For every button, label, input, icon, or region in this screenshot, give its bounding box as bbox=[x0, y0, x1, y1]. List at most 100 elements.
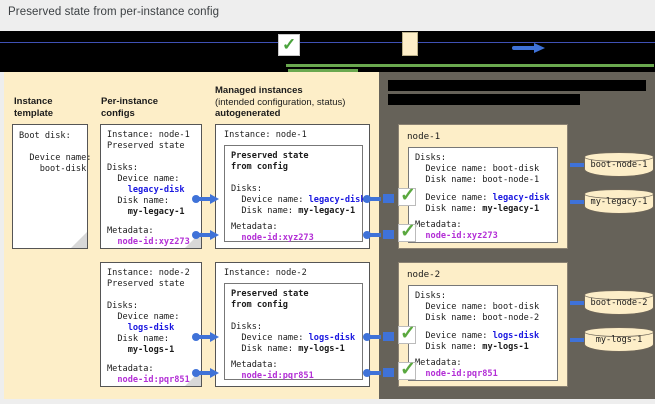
disk-name-value: my-legacy-1 bbox=[298, 206, 356, 216]
disk-name-label: Disk name: bbox=[231, 206, 299, 216]
preserved-check-icon-metadata-node-1: ✓ bbox=[398, 221, 416, 242]
device-name-label: Device name: bbox=[107, 312, 180, 322]
disk-cylinder-boot-node-1: boot-node-1 bbox=[584, 152, 654, 178]
device-name-value: legacy-disk bbox=[492, 193, 550, 203]
disk-name-value: my-logs-1 bbox=[298, 344, 345, 354]
disk-name-row: Disk name: my-legacy-1 bbox=[231, 206, 355, 217]
disk-link-boot-node-2 bbox=[570, 301, 586, 305]
instance-line: Instance: node-1 bbox=[224, 130, 307, 140]
metadata-value: node-id:xyz273 bbox=[415, 231, 498, 241]
metadata-label: Metadata: bbox=[107, 226, 154, 236]
connector-config-to-managed-metadata-node-1 bbox=[192, 230, 220, 240]
column-header-instance-template: Instance template bbox=[14, 96, 53, 119]
legend-divider bbox=[0, 42, 655, 43]
disk-name-label: Disk name: bbox=[107, 334, 170, 344]
column-header-line3: autogenerated bbox=[215, 108, 281, 119]
disk-name-row: Disk name: my-legacy-1 bbox=[415, 204, 539, 215]
metadata-label: Metadata: bbox=[231, 360, 278, 370]
instance-line: Instance: node-2 bbox=[224, 268, 307, 278]
metadata-label: Metadata: bbox=[231, 222, 278, 232]
column-header-per-instance-configs: Per-instance configs bbox=[101, 96, 158, 119]
disks-label: Disks: bbox=[231, 322, 263, 332]
preserved-state-inner-box-node-1: Preserved state from config Disks: Devic… bbox=[224, 145, 366, 243]
device-name-value: logs-disk bbox=[492, 331, 540, 341]
boot-device-line: Device name: boot-disk bbox=[415, 302, 540, 312]
connector-managed-to-node-disk-node-1 bbox=[363, 194, 393, 204]
instance-template-device-value: boot-disk bbox=[19, 164, 87, 174]
disks-label: Disks: bbox=[107, 163, 139, 173]
connector-endpoint-metadata-node-1 bbox=[383, 230, 394, 239]
disk-name-value: my-legacy-1 bbox=[482, 204, 540, 214]
disk-cylinder-label: boot-node-1 bbox=[590, 160, 648, 170]
legend-item-applies bbox=[512, 31, 550, 55]
cream-swatch-icon bbox=[402, 32, 418, 56]
legend-band: ✓ bbox=[0, 31, 655, 72]
legend-items: ✓ bbox=[278, 31, 556, 72]
device-name-row: Device name: logs-disk bbox=[231, 333, 355, 344]
instance-line: Instance: node-1 bbox=[107, 130, 190, 140]
metadata-label: Metadata: bbox=[415, 358, 462, 368]
node-detail-box-node-2: Disks: Device name: boot-disk Disk name:… bbox=[408, 285, 558, 381]
legend-item-preserved: ✓ bbox=[278, 31, 304, 56]
preserved-line-1: Preserved state bbox=[231, 289, 309, 299]
preserved-state-line: Preserved state bbox=[107, 141, 185, 151]
disk-name-value: my-logs-1 bbox=[107, 345, 175, 355]
per-instance-config-box-node-2: Instance: node-2 Preserved state Disks: … bbox=[100, 262, 202, 387]
instance-template-device-label: Device name: bbox=[19, 153, 92, 163]
disks-label: Disks: bbox=[415, 153, 447, 163]
runtime-panel-header bbox=[388, 80, 646, 108]
disk-cylinder-my-legacy-1: my-legacy-1 bbox=[584, 189, 654, 215]
disk-name-row: Disk name: my-logs-1 bbox=[231, 344, 345, 355]
page-title: Preserved state from per-instance config bbox=[8, 6, 220, 18]
column-header-line2: (intended configuration, status) bbox=[215, 96, 346, 108]
node-name-label: node-2 bbox=[407, 269, 441, 280]
device-name-row: Device name: legacy-disk bbox=[415, 193, 550, 204]
device-name-value: logs-disk bbox=[308, 333, 356, 343]
instance-line: Instance: node-2 bbox=[107, 268, 190, 278]
device-name-value: legacy-disk bbox=[107, 185, 185, 195]
connector-managed-to-node-metadata-node-1 bbox=[363, 230, 393, 240]
disk-link-my-legacy-1 bbox=[570, 200, 586, 204]
disk-name-label: Disk name: bbox=[107, 196, 170, 206]
legend-underline-green-short bbox=[288, 69, 358, 72]
disk-name-row: Disk name: my-logs-1 bbox=[415, 342, 529, 353]
disk-name-value: my-legacy-1 bbox=[107, 207, 185, 217]
managed-instance-box-node-1: Instance: node-1 Preserved state from co… bbox=[215, 124, 370, 249]
device-name-label: Device name: bbox=[231, 333, 309, 343]
disk-link-my-logs-1 bbox=[570, 338, 586, 342]
device-name-label: Device name: bbox=[231, 195, 309, 205]
metadata-value: node-id:xyz273 bbox=[231, 233, 314, 243]
node-box-node-2: node-2 Disks: Device name: boot-disk Dis… bbox=[398, 262, 568, 387]
device-name-row: Device name: legacy-disk bbox=[231, 195, 366, 206]
preserved-state-inner-box-node-2: Preserved state from config Disks: Devic… bbox=[224, 283, 363, 381]
boot-disk-line: Disk name: boot-node-2 bbox=[415, 313, 540, 323]
preserved-line-1: Preserved state bbox=[231, 151, 309, 161]
disk-cylinder-label: my-logs-1 bbox=[595, 335, 643, 345]
device-name-label: Device name: bbox=[415, 193, 493, 203]
connector-config-to-managed-metadata-node-2 bbox=[192, 368, 220, 378]
device-name-label: Device name: bbox=[415, 331, 493, 341]
connector-endpoint-metadata-node-2 bbox=[383, 368, 394, 377]
connector-managed-to-node-disk-node-2 bbox=[363, 332, 393, 342]
disk-cylinder-label: boot-node-2 bbox=[590, 298, 648, 308]
device-name-row: Device name: logs-disk bbox=[415, 331, 539, 342]
legend-underline-green bbox=[286, 64, 654, 67]
node-detail-box-node-1: Disks: Device name: boot-disk Disk name:… bbox=[408, 147, 558, 243]
connector-config-to-managed-disk-node-2 bbox=[192, 332, 220, 342]
disks-label: Disks: bbox=[231, 184, 263, 194]
page-fold-icon bbox=[71, 232, 87, 248]
boot-disk-line: Disk name: boot-node-1 bbox=[415, 175, 540, 185]
green-check-icon: ✓ bbox=[278, 33, 300, 56]
metadata-label: Metadata: bbox=[415, 220, 462, 230]
column-header-line2: template bbox=[14, 107, 54, 119]
blue-arrow-icon bbox=[512, 42, 546, 53]
metadata-value: node-id:pqr851 bbox=[415, 369, 498, 379]
preserved-check-icon-disk-node-2: ✓ bbox=[398, 323, 416, 344]
disks-label: Disks: bbox=[415, 291, 447, 301]
device-name-value: legacy-disk bbox=[308, 195, 366, 205]
column-header-line2: configs bbox=[101, 107, 135, 119]
column-header-line1: Managed instances bbox=[215, 85, 303, 96]
boot-device-line: Device name: boot-disk bbox=[415, 164, 540, 174]
disk-name-label: Disk name: bbox=[231, 344, 299, 354]
